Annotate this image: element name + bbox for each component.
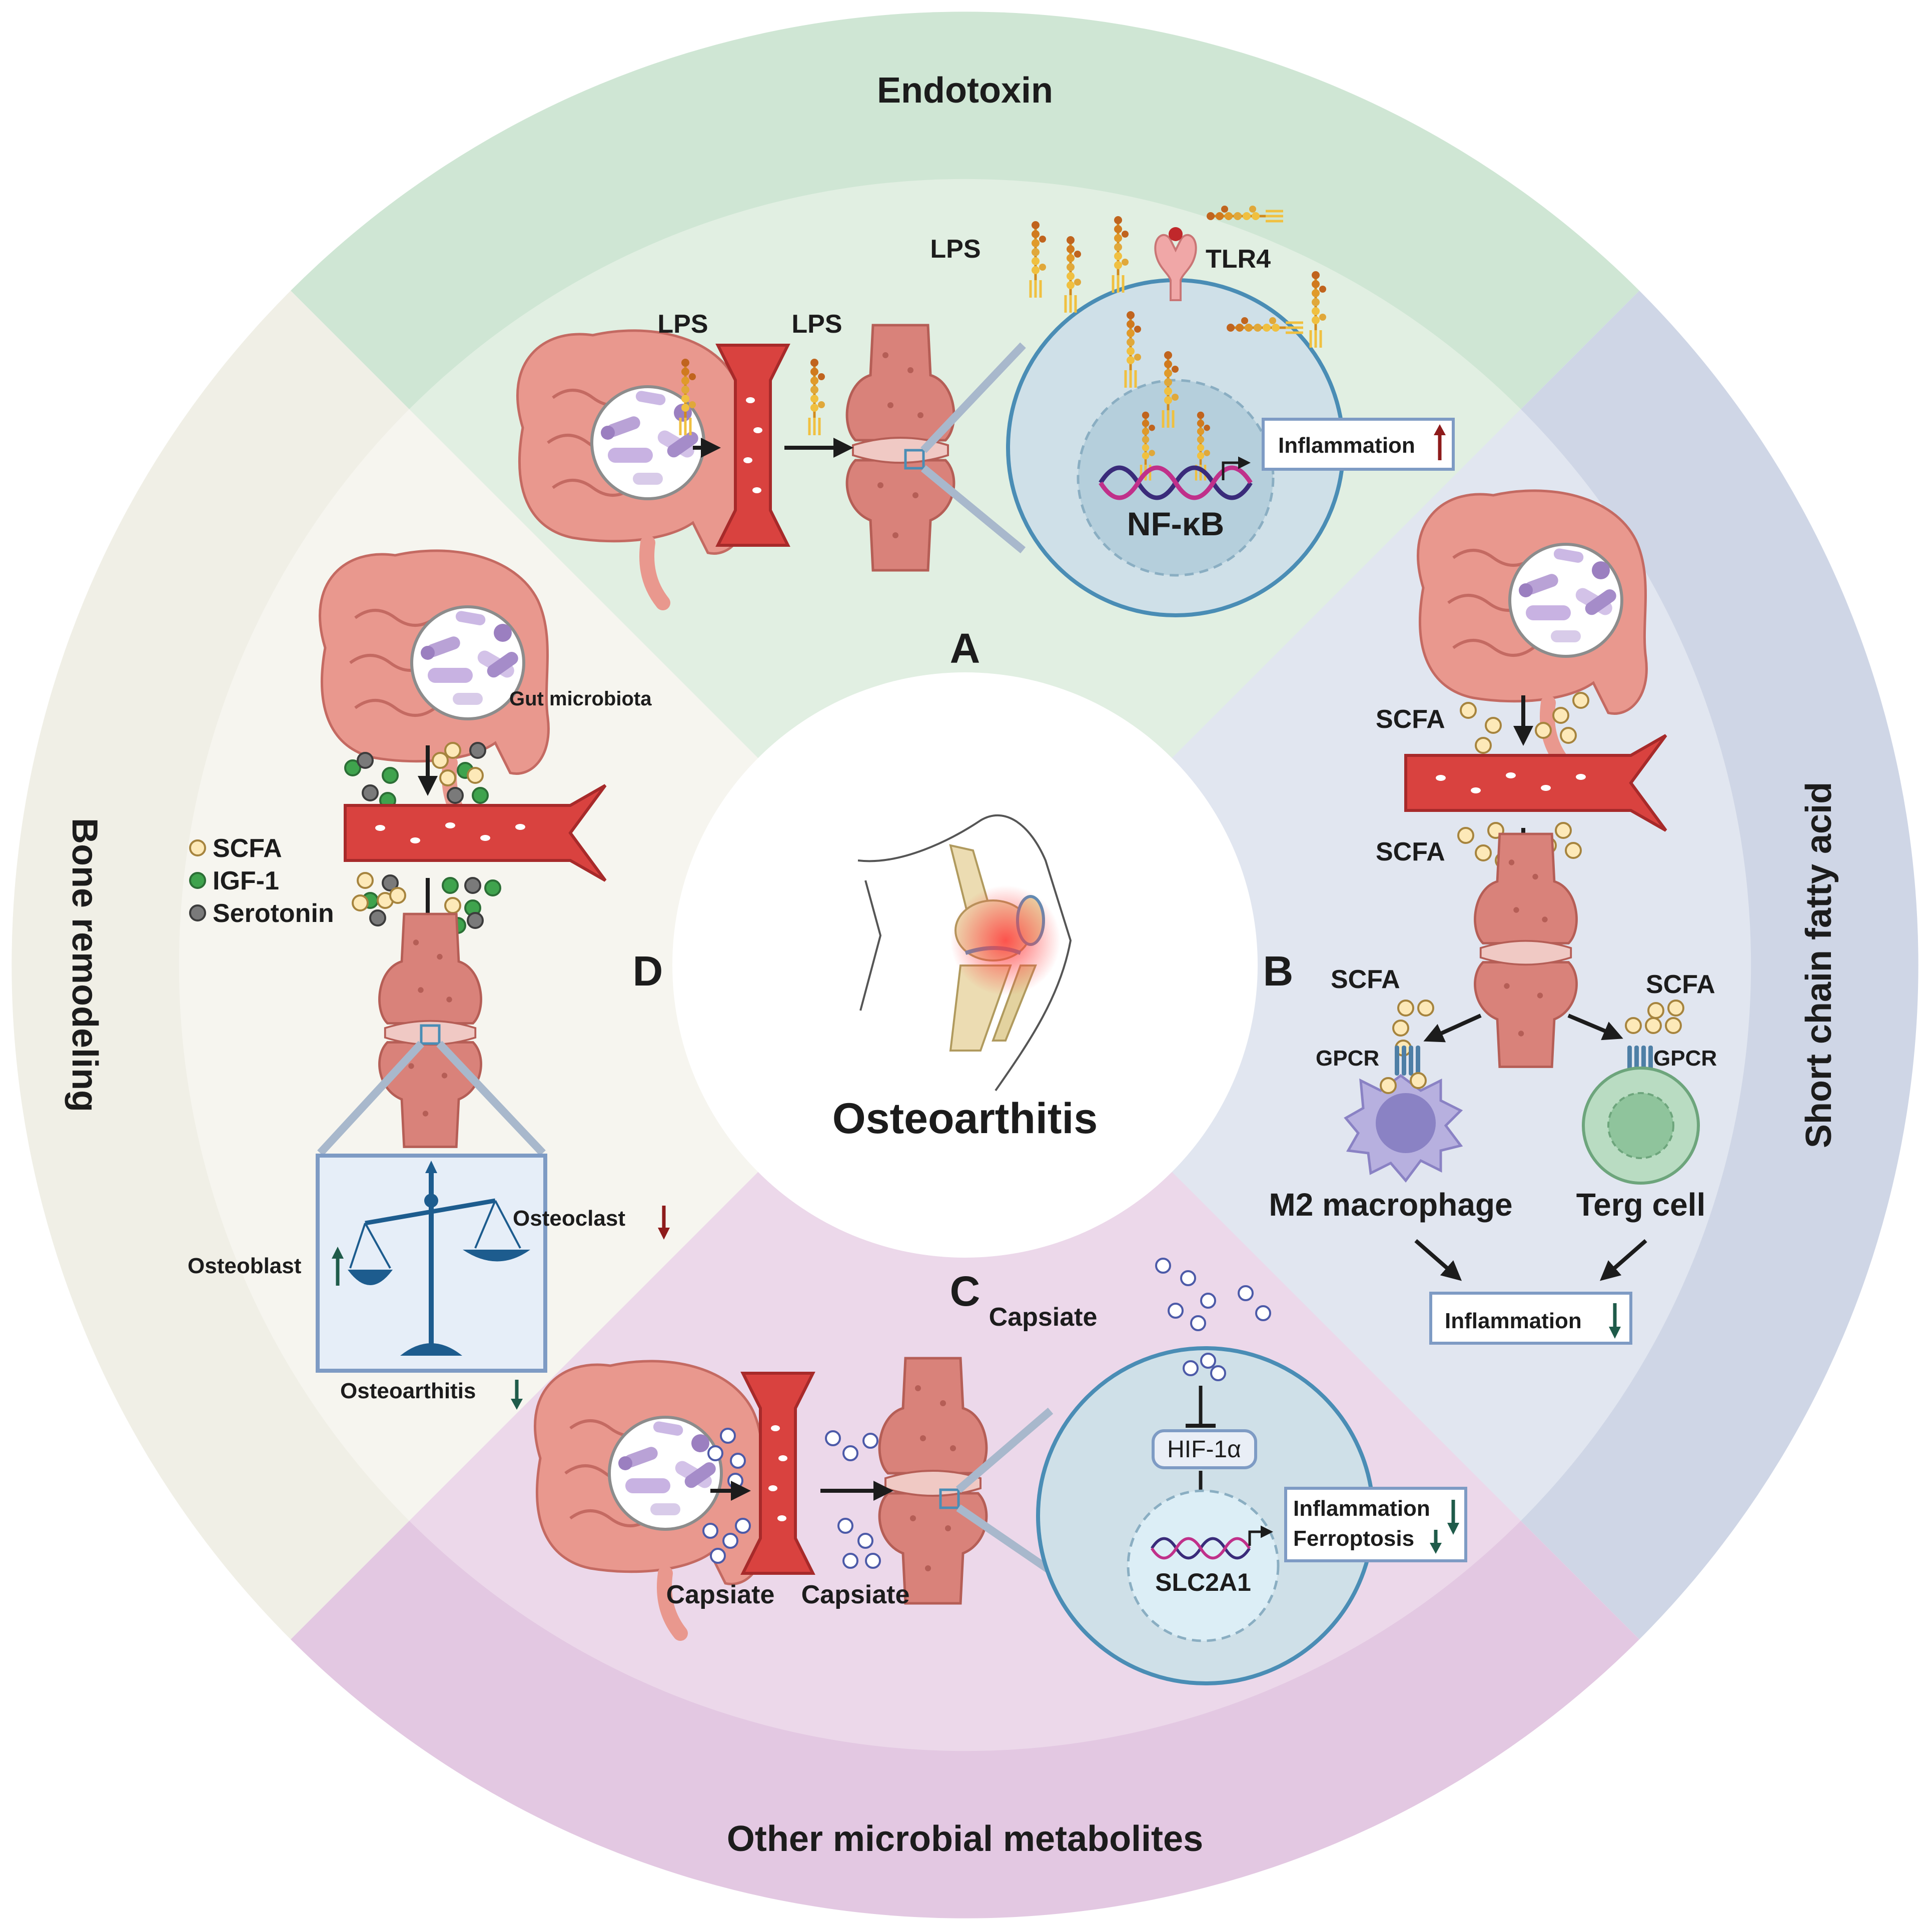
label-tlr4: TLR4 [1206, 245, 1271, 274]
letter-a: A [950, 625, 981, 672]
letter-b: B [1263, 947, 1294, 995]
label-terg-cell: Terg cell [1576, 1187, 1705, 1223]
tlr4-receptor-icon [1154, 227, 1197, 301]
label-inflammation-a: Inflammation [1278, 433, 1415, 458]
center-title: Osteoarthitis [832, 1095, 1098, 1143]
panel-bone: Gut microbiota SCFA IGF-1 Serotonin [188, 551, 670, 1410]
nucleus [1127, 1489, 1280, 1642]
label-osteoclast: Osteoclast [513, 1206, 625, 1231]
label-lps-1: LPS [657, 310, 708, 339]
panel-scfa: SCFA SCFA SCFA SCFA GPCR GPCR [1269, 491, 1717, 1345]
letter-c: C [950, 1268, 981, 1315]
zoom-box [904, 449, 925, 470]
panel-other: Capsiate Capsiate Capsiate HIF-1α SLC2A1… [535, 1258, 1467, 1685]
section-title-endotoxin: Endotoxin [877, 71, 1053, 111]
label-inflammation-c: Inflammation [1293, 1496, 1430, 1521]
bacteria-lens-icon [1510, 544, 1622, 656]
section-title-other: Other microbial metabolites [727, 1819, 1203, 1859]
label-gpcr-1: GPCR [1316, 1046, 1379, 1071]
section-title-bone: Bone remodeling [65, 818, 105, 1112]
section-title-scfa: Short chain fatty acid [1799, 782, 1839, 1148]
panel-endotoxin: LPS LPS LPS TLR4 NF-κB Inflammation [517, 206, 1455, 617]
knee-illustration-icon [857, 814, 1072, 1092]
inflammation-box [1262, 418, 1455, 471]
balance-scale-icon [348, 1161, 530, 1356]
label-capsiate-1: Capsiate [666, 1580, 775, 1609]
label-ferroptosis: Ferroptosis [1293, 1526, 1414, 1551]
label-gpcr-2: GPCR [1653, 1046, 1717, 1071]
nucleus [1077, 379, 1275, 577]
label-scfa-4: SCFA [1646, 970, 1715, 999]
label-scfa-3: SCFA [1331, 965, 1400, 994]
label-inflammation-b: Inflammation [1445, 1309, 1582, 1333]
label-nfkb: NF-κB [1127, 505, 1224, 542]
legend-scfa: SCFA [213, 834, 282, 863]
bacteria-lens-icon [609, 1417, 721, 1529]
label-lps-2: LPS [791, 310, 842, 339]
inflammation-box [1429, 1292, 1632, 1345]
label-m2-macrophage: M2 macrophage [1269, 1187, 1512, 1223]
letter-d: D [633, 947, 663, 995]
bacteria-lens-icon [412, 607, 524, 719]
label-capsiate-3: Capsiate [989, 1303, 1098, 1332]
t-cell-icon [1582, 1067, 1700, 1185]
bacteria-lens-icon [592, 387, 704, 499]
label-slc2a1: SLC2A1 [1155, 1568, 1251, 1596]
label-osteoblast: Osteoblast [188, 1254, 302, 1278]
label-gut-microbiota: Gut microbiota [509, 688, 652, 710]
macrophage-icon [1344, 1074, 1463, 1183]
label-lps-3: LPS [930, 235, 981, 264]
hif-box [1152, 1429, 1257, 1469]
legend-igf: IGF-1 [213, 866, 279, 895]
label-scfa-2: SCFA [1376, 837, 1445, 866]
label-capsiate-2: Capsiate [801, 1580, 910, 1609]
label-hif: HIF-1α [1167, 1436, 1241, 1463]
legend-serotonin: Serotonin [213, 899, 334, 928]
legend: SCFA IGF-1 Serotonin [189, 834, 334, 928]
label-osteoarthitis-d: Osteoarthitis [340, 1379, 476, 1403]
label-scfa-1: SCFA [1376, 705, 1445, 734]
